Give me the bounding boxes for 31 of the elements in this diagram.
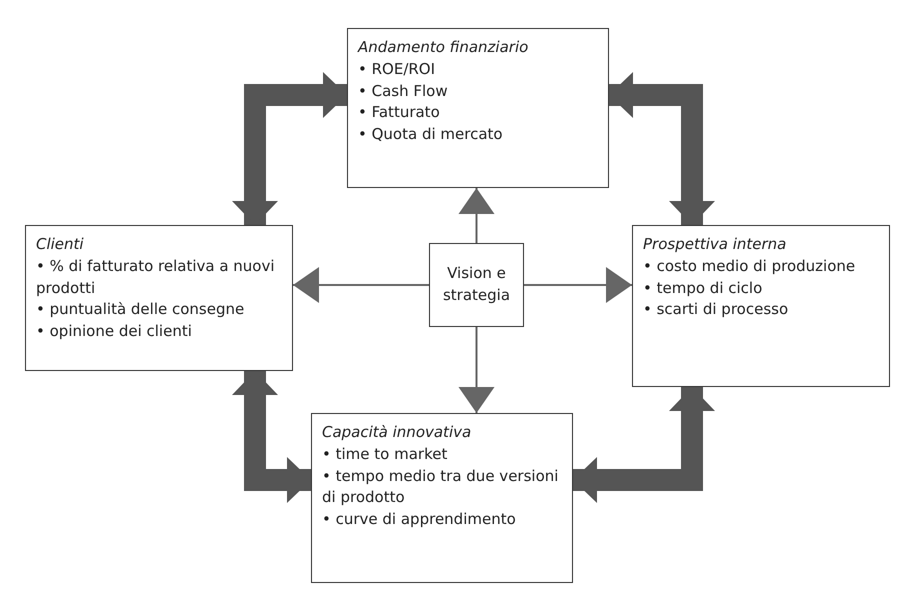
box-heading: Clienti bbox=[36, 234, 85, 255]
triangle-arrow bbox=[458, 188, 494, 243]
triangle-arrow bbox=[458, 327, 494, 413]
bent-double-arrow bbox=[232, 371, 311, 503]
box-heading: Prospettiva interna bbox=[643, 234, 788, 255]
bullet-item: • Cash Flow bbox=[358, 80, 449, 102]
bullet-item: • ROE/ROI bbox=[358, 58, 436, 80]
bullet-item: • Quota di mercato bbox=[358, 124, 504, 145]
bullet-item: • scarti di processo bbox=[643, 299, 790, 320]
center-box bbox=[429, 243, 524, 327]
box-heading: Andamento finanziario bbox=[358, 37, 530, 58]
bullet-item: • % di fatturato relativa a nuovi prodotti bbox=[36, 256, 276, 298]
box-heading: Capacità innovativa bbox=[322, 422, 472, 443]
triangle-arrow bbox=[293, 267, 429, 303]
bullet-item: • opinione dei clienti bbox=[36, 321, 193, 342]
bullet-item: • tempo medio tra due versioni di prodotto bbox=[322, 466, 560, 508]
triangle-arrow bbox=[524, 267, 632, 303]
perspective-box bbox=[632, 225, 890, 387]
bullet-item: • puntualità delle consegne bbox=[36, 299, 246, 320]
bullet-item: • Fatturato bbox=[358, 102, 441, 124]
bullet-item: • time to market bbox=[322, 444, 448, 465]
center-label: Vision e strategia bbox=[442, 263, 512, 306]
bent-double-arrow bbox=[609, 72, 715, 225]
perspective-box bbox=[347, 28, 609, 188]
bullet-item: • costo medio di produzione bbox=[643, 256, 856, 277]
bent-double-arrow bbox=[232, 72, 347, 225]
bent-double-arrow bbox=[573, 387, 715, 503]
perspective-box bbox=[25, 225, 293, 371]
bullet-item: • curve di apprendimento bbox=[322, 509, 517, 530]
perspective-box bbox=[311, 413, 573, 583]
bullet-item: • tempo di ciclo bbox=[643, 278, 764, 298]
